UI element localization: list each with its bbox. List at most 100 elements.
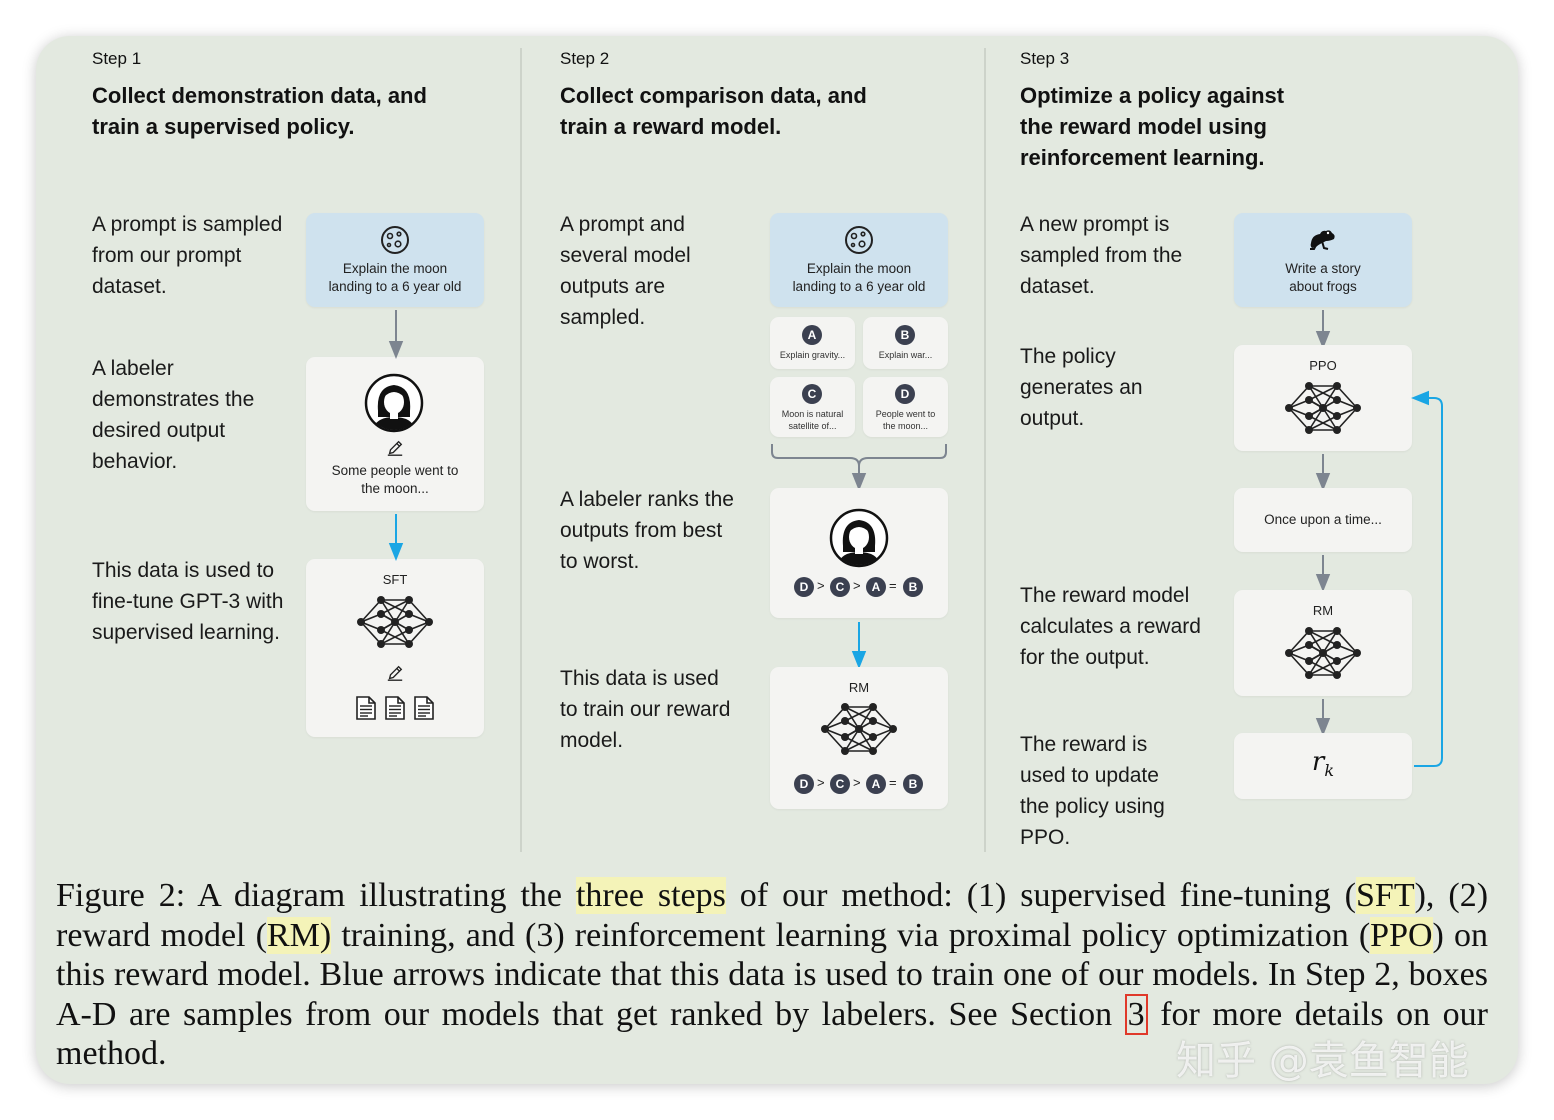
caption-text: ) on this reward model. Blue arrows indi… bbox=[56, 916, 1488, 1033]
gray-arrow bbox=[1315, 310, 1331, 349]
figure-caption: Figure 2: A diagram illustrating the thr… bbox=[56, 876, 1488, 1074]
output-letter-b: B bbox=[895, 325, 915, 345]
step1-desc-labeler: A labeler demonstrates the desired outpu… bbox=[92, 357, 255, 473]
rank-operator: > bbox=[817, 578, 825, 593]
step2-label: Step 2 bbox=[560, 49, 610, 68]
neural-network-icon bbox=[1285, 378, 1361, 438]
output-text-d: People went to the moon... bbox=[875, 409, 936, 431]
gray-arrow bbox=[1315, 699, 1331, 736]
step3-desc-reward: The reward model calculates a reward for… bbox=[1020, 584, 1201, 669]
caption-highlight: RM) bbox=[266, 916, 332, 954]
moon-icon bbox=[844, 225, 874, 255]
step2-prompt-box: Explain the moon landing to a 6 year old bbox=[770, 213, 948, 307]
step1-prompt-box: Explain the moon landing to a 6 year old bbox=[306, 213, 484, 307]
connector bbox=[849, 308, 869, 320]
step3-label: Step 3 bbox=[1020, 49, 1070, 68]
rank-operator: > bbox=[853, 775, 861, 790]
labeler-avatar-icon bbox=[829, 508, 889, 568]
step3-ppo-box: PPO bbox=[1234, 345, 1412, 451]
gray-arrow bbox=[1315, 454, 1331, 491]
step1-desc-prompt: A prompt is sampled from our prompt data… bbox=[92, 213, 283, 298]
rank-operator: = bbox=[889, 578, 897, 593]
output-box-d: D People went to the moon... bbox=[863, 377, 948, 437]
step1-label: Step 1 bbox=[92, 49, 142, 68]
neural-network-icon bbox=[821, 699, 897, 759]
caption-text: for more details on our method. bbox=[56, 995, 1488, 1073]
rank-letter: D bbox=[794, 577, 814, 597]
column-divider bbox=[984, 48, 986, 852]
step3-title: Optimize a policy against the reward mod… bbox=[1020, 83, 1285, 170]
step1-demo-box: Some people went to the moon... bbox=[306, 357, 484, 511]
figure-card: Step 1 Collect demonstration data, and t… bbox=[36, 36, 1518, 1084]
step1-title: Collect demonstration data, and train a … bbox=[92, 83, 427, 139]
rank-letter: B bbox=[903, 577, 923, 597]
neural-network-icon bbox=[1285, 623, 1361, 683]
document-icon bbox=[383, 695, 407, 721]
step2-desc-sample: A prompt and several model outputs are s… bbox=[560, 213, 691, 329]
moon-icon bbox=[380, 225, 410, 255]
rank-operator: > bbox=[853, 578, 861, 593]
step2-title: Collect comparison data, and train a rew… bbox=[560, 83, 867, 139]
rank-letter: C bbox=[830, 577, 850, 597]
ppo-label: PPO bbox=[1309, 358, 1337, 373]
step3-rm-box: RM bbox=[1234, 590, 1412, 696]
rm-label: RM bbox=[848, 680, 870, 695]
sft-label: SFT bbox=[382, 572, 408, 587]
gray-arrow bbox=[1315, 555, 1331, 592]
column-divider bbox=[520, 48, 522, 852]
caption-text: Figure 2: A diagram illustrating the bbox=[56, 877, 576, 914]
reward-r: r bbox=[1311, 747, 1325, 777]
rm-label: RM bbox=[1312, 603, 1334, 618]
step2-rm-box: RM D > C > A = B bbox=[770, 667, 948, 809]
step3-prompt-box: Write a story about frogs bbox=[1234, 213, 1412, 307]
labeler-avatar-icon bbox=[364, 373, 424, 433]
step3-desc-prompt: A new prompt is sampled from the dataset… bbox=[1020, 213, 1183, 298]
caption-highlight: PPO bbox=[1370, 916, 1433, 954]
rank-letter: B bbox=[903, 774, 923, 794]
blue-arrow bbox=[388, 514, 404, 561]
step3-output-box: Once upon a time... bbox=[1234, 488, 1412, 552]
ranking-row: D > C > A = B bbox=[770, 577, 948, 599]
feedback-blue-arrow bbox=[1411, 390, 1443, 767]
gray-arrow bbox=[388, 310, 404, 359]
section-reference-link[interactable]: 3 bbox=[1124, 993, 1148, 1035]
step1-prompt-text: Explain the moon landing to a 6 year old bbox=[328, 261, 462, 294]
pencil-icon bbox=[386, 439, 404, 457]
ranking-row: D > C > A = B bbox=[770, 774, 948, 796]
step1-desc-finetune: This data is used to fine-tune GPT-3 wit… bbox=[92, 559, 284, 644]
reward-subscript: k bbox=[1324, 761, 1335, 781]
step3-reward-box: rk bbox=[1234, 733, 1412, 799]
output-box-a: A Explain gravity... bbox=[770, 317, 855, 369]
neural-network-icon bbox=[357, 592, 433, 652]
rank-letter: A bbox=[866, 577, 886, 597]
pencil-icon bbox=[386, 664, 404, 682]
output-text-a: Explain gravity... bbox=[779, 350, 846, 360]
output-letter-d: D bbox=[895, 384, 915, 404]
step3-prompt-text: Write a story about frogs bbox=[1285, 261, 1361, 294]
output-text-b: Explain war... bbox=[878, 350, 933, 360]
document-icon bbox=[412, 695, 436, 721]
rank-letter: D bbox=[794, 774, 814, 794]
step1-demo-text: Some people went to the moon... bbox=[331, 463, 459, 496]
bracket-arrow bbox=[771, 444, 947, 491]
frog-icon bbox=[1308, 227, 1338, 251]
step1-sft-box: SFT bbox=[306, 559, 484, 737]
output-box-b: B Explain war... bbox=[863, 317, 948, 369]
rank-letter: A bbox=[866, 774, 886, 794]
blue-arrow bbox=[851, 622, 867, 669]
document-icon bbox=[354, 695, 378, 721]
rank-operator: > bbox=[817, 775, 825, 790]
watermark: 知乎 @袁鱼智能 bbox=[1176, 1038, 1469, 1084]
step3-desc-policy: The policy generates an output. bbox=[1020, 345, 1143, 430]
reward-symbol: rk bbox=[1234, 747, 1412, 780]
step2-rank-box: D > C > A = B bbox=[770, 488, 948, 618]
step3-output-text: Once upon a time... bbox=[1264, 512, 1382, 527]
caption-text: of our method: (1) supervised fine-tunin… bbox=[725, 877, 1357, 914]
caption-text: training, and (3) reinforcement learning… bbox=[331, 916, 1371, 954]
step3-desc-update: The reward is used to update the policy … bbox=[1020, 733, 1165, 849]
step2-desc-rank: A labeler ranks the outputs from best to… bbox=[560, 488, 734, 573]
output-box-c: C Moon is natural satellite of... bbox=[770, 377, 855, 437]
output-text-c: Moon is natural satellite of... bbox=[781, 409, 844, 431]
rank-letter: C bbox=[830, 774, 850, 794]
caption-text: ), (2) reward model ( bbox=[56, 877, 1489, 954]
